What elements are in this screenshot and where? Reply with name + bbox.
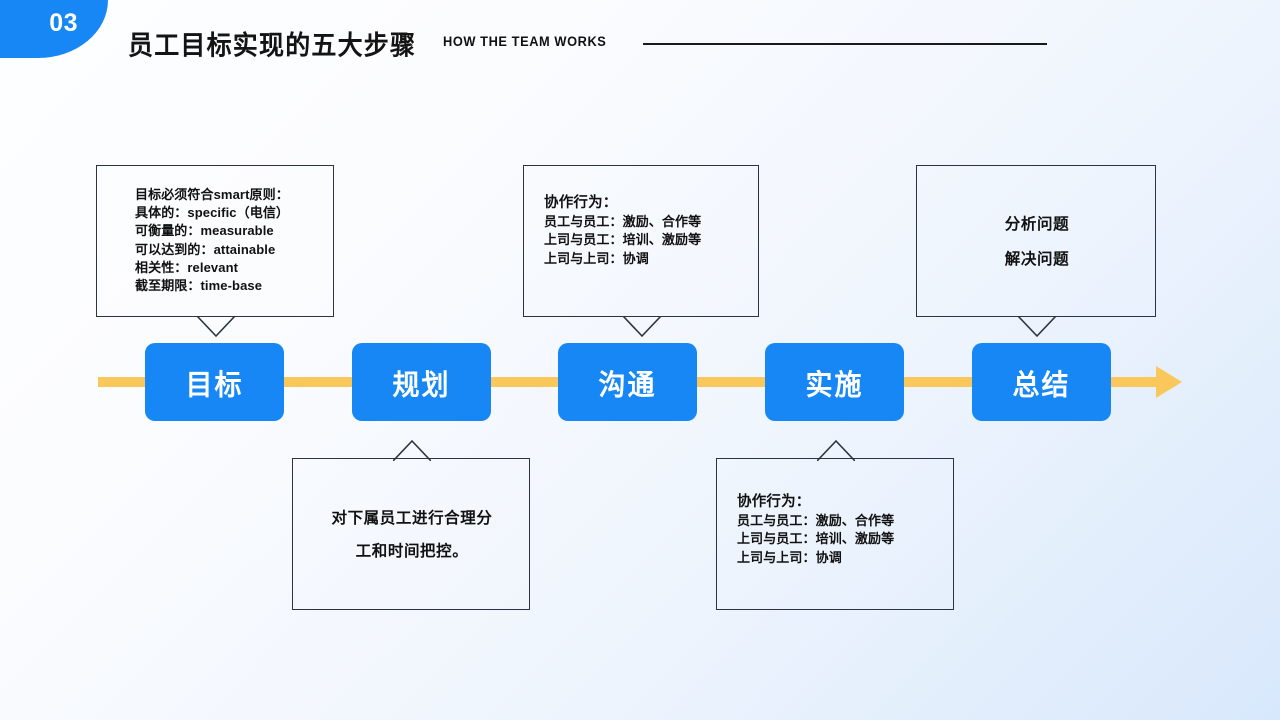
callout-pointer-down-icon [1018, 316, 1056, 338]
callout-text-line: 分析问题 [1004, 215, 1070, 233]
callout-pointer-down-icon [623, 316, 661, 338]
callout-text-line: 上司与员工：培训、激励等 [544, 232, 702, 248]
callout-body: 协作行为： 员工与员工：激励、合作等 上司与员工：培训、激励等 上司与上司：协调 [737, 493, 894, 567]
callout-text-line: 相关性：relevant [135, 259, 239, 275]
timeline-step-communicate[interactable]: 沟通 [558, 343, 697, 421]
step-label: 规划 [392, 368, 451, 401]
callout-text-line: 上司与上司：协调 [737, 549, 842, 565]
timeline-step-plan[interactable]: 规划 [352, 343, 491, 421]
callout-text-line: 具体的：specific（电信） [135, 205, 290, 221]
callout-text-line: 截至期限：time-base [135, 277, 263, 293]
callout-pointer-up-icon [817, 439, 855, 461]
callout-collaboration-top: 协作行为： 员工与员工：激励、合作等 上司与员工：培训、激励等 上司与上司：协调 [523, 165, 759, 338]
callout-text-line: 对下属员工进行合理分 [331, 509, 493, 527]
callout-text-line: 可以达到的：attainable [135, 241, 276, 257]
callout-collaboration-bottom: 协作行为： 员工与员工：激励、合作等 上司与员工：培训、激励等 上司与上司：协调 [716, 439, 954, 610]
timeline-step-summary[interactable]: 总结 [972, 343, 1111, 421]
callout-text-line: 可衡量的：measurable [135, 223, 274, 239]
callout-smart-principles: 目标必须符合smart原则： 具体的：specific（电信） 可衡量的：mea… [96, 165, 334, 338]
callout-pointer-down-icon [197, 316, 235, 338]
page-subtitle: HOW THE TEAM WORKS [443, 34, 607, 49]
timeline-step-goal[interactable]: 目标 [145, 343, 284, 421]
callout-problem-solving: 分析问题 解决问题 [916, 165, 1157, 338]
callout-text-line: 员工与员工：激励、合作等 [544, 214, 702, 230]
step-label: 总结 [1012, 368, 1071, 401]
callout-task-assignment: 对下属员工进行合理分 工和时间把控。 [292, 439, 531, 611]
callout-body: 协作行为： 员工与员工：激励、合作等 上司与员工：培训、激励等 上司与上司：协调 [544, 194, 701, 268]
callout-body: 对下属员工进行合理分 工和时间把控。 [293, 459, 531, 611]
callout-text-line: 工和时间把控。 [355, 543, 469, 560]
step-label: 目标 [185, 368, 244, 401]
callout-body: 目标必须符合smart原则： 具体的：specific（电信） 可衡量的：mea… [135, 186, 289, 295]
step-label: 沟通 [598, 368, 657, 401]
timeline-arrow-icon [1156, 366, 1182, 398]
header-divider-rule [643, 43, 1047, 45]
callout-text-line: 员工与员工：激励、合作等 [737, 513, 895, 529]
callout-heading: 协作行为： [544, 195, 618, 211]
callout-text-line: 上司与员工：培训、激励等 [737, 531, 895, 547]
timeline-step-execute[interactable]: 实施 [765, 343, 904, 421]
step-label: 实施 [805, 368, 864, 401]
section-number-badge: 03 [0, 0, 108, 58]
callout-heading: 协作行为： [737, 494, 811, 510]
callout-body: 分析问题 解决问题 [917, 166, 1157, 318]
callout-text-line: 解决问题 [1004, 251, 1070, 268]
callout-text-line: 目标必须符合smart原则： [135, 187, 289, 202]
callout-text-line: 上司与上司：协调 [544, 250, 649, 266]
callout-pointer-up-icon [393, 439, 431, 461]
section-number-label: 03 [49, 9, 78, 37]
page-title: 员工目标实现的五大步骤 [128, 31, 417, 62]
